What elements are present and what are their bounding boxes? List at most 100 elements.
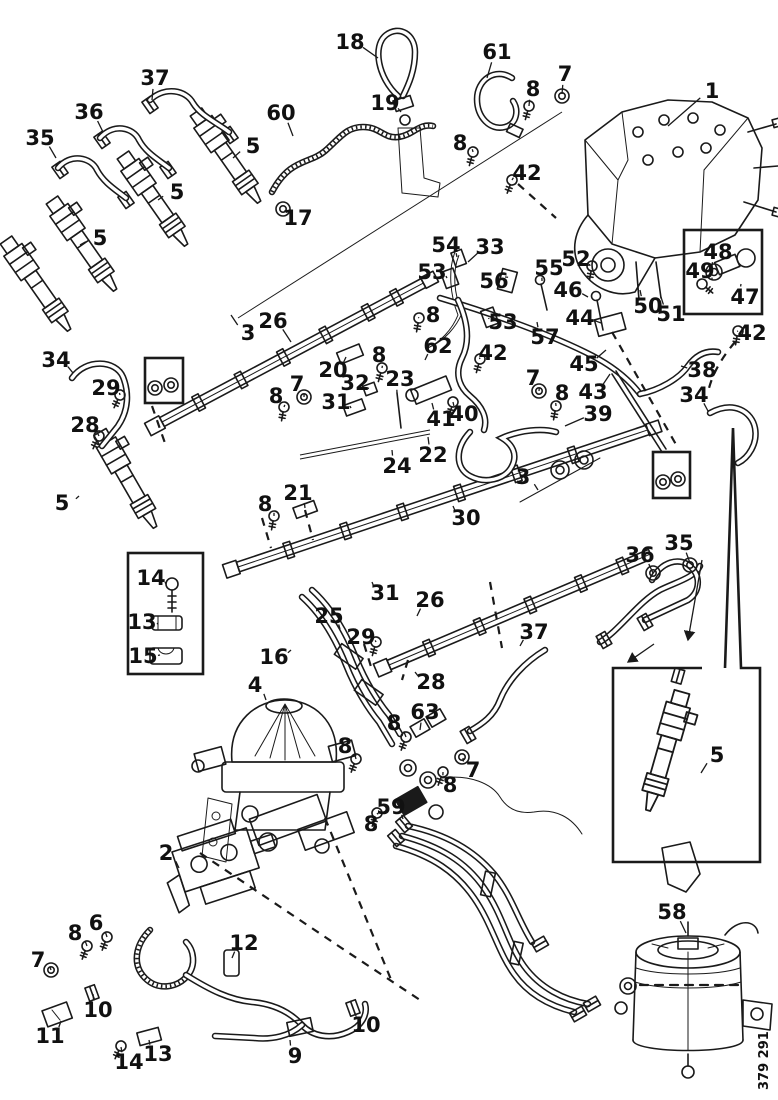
part-callout-57-34: 57 (530, 325, 559, 349)
part-callout-37-70: 37 (519, 620, 548, 644)
part-callout-7-80: 7 (466, 758, 481, 782)
callout-leader-31 (349, 405, 352, 409)
part-callout-5-79: 5 (710, 743, 725, 767)
part-callout-50-26: 50 (633, 294, 662, 318)
part-callout-33-17: 33 (475, 235, 504, 259)
part-callout-7-43: 7 (526, 366, 541, 390)
callout-leader-21 (303, 502, 306, 509)
callout-leader-5 (157, 195, 164, 201)
callout-leader-53 (445, 275, 448, 279)
part-callout-54-16: 54 (431, 233, 460, 257)
callout-leader-39 (564, 417, 585, 427)
injector-pipes-bottom (459, 557, 704, 745)
part-callout-49-22: 49 (685, 259, 714, 283)
callout-leader-3 (230, 314, 239, 326)
callout-leader-8 (283, 404, 286, 408)
callout-leader-22 (427, 436, 430, 445)
part-callout-12-88: 12 (229, 931, 258, 955)
part-callout-10-91: 10 (351, 1013, 380, 1037)
callout-leader-45 (596, 349, 607, 359)
callout-leader-54 (455, 252, 458, 258)
callout-leader-5 (700, 762, 708, 774)
inset-injector-box (611, 427, 762, 893)
callout-leader-2 (175, 861, 180, 869)
callout-leader-60 (287, 122, 294, 137)
callout-leader-52 (588, 263, 591, 267)
callout-leader-43 (602, 373, 611, 385)
callout-leader-8 (417, 316, 420, 319)
detail-box-seals-right (651, 450, 692, 500)
part-callout-41-53: 41 (426, 407, 455, 431)
part-callout-13-69: 13 (127, 610, 156, 634)
callout-leader-8 (376, 812, 379, 815)
part-callout-8-83: 8 (364, 812, 379, 836)
callout-leader-24 (391, 449, 394, 456)
injection-pump (573, 99, 778, 301)
callout-leader-29 (118, 392, 121, 396)
part-callout-8-10: 8 (453, 131, 468, 155)
callout-leader-28 (414, 671, 419, 677)
part-callout-51-27: 51 (656, 302, 685, 326)
callout-leader-12 (231, 951, 236, 959)
part-callout-8-4: 8 (526, 77, 541, 101)
part-callout-15-72: 15 (128, 644, 157, 668)
callout-leader-16 (287, 649, 292, 654)
part-callout-5-11: 5 (246, 134, 261, 158)
callout-leader-59 (400, 814, 404, 820)
callout-leader-41 (431, 402, 435, 410)
bottom-hoses (41, 926, 369, 1062)
part-callout-24-57: 24 (382, 454, 411, 478)
part-callout-20-40: 20 (318, 358, 347, 382)
part-callout-53-21: 53 (417, 260, 446, 284)
part-callout-34-38: 34 (41, 348, 70, 372)
part-callout-59-82: 59 (376, 795, 405, 819)
part-callout-25-68: 25 (314, 604, 343, 628)
diagram-line-art (0, 27, 778, 1079)
injector-group-top-left (0, 95, 276, 534)
part-callout-61-1: 61 (482, 40, 511, 64)
callout-leader-37 (151, 88, 154, 101)
callout-leader-33 (467, 252, 479, 263)
part-callout-26-30: 26 (258, 309, 287, 333)
part-callout-30-62: 30 (451, 506, 480, 530)
part-callout-28-55: 28 (70, 413, 99, 437)
callout-leader-42 (478, 357, 481, 360)
part-callout-32-44: 32 (340, 371, 369, 395)
callout-leader-51 (660, 296, 665, 305)
callout-leader-46 (581, 293, 589, 298)
callout-leader-5 (79, 241, 87, 246)
callout-leader-5 (75, 495, 80, 500)
part-callout-3-32: 3 (241, 321, 256, 345)
part-callout-2-84: 2 (159, 841, 174, 865)
callout-leader-7 (561, 84, 564, 95)
callout-leader-10 (92, 993, 95, 1000)
callout-leader-3 (533, 483, 539, 491)
feed-pipes (298, 586, 404, 748)
hose-18-19 (375, 27, 441, 198)
part-callout-44-29: 44 (565, 306, 594, 330)
dashed-lines (150, 183, 736, 1001)
part-callout-48-18: 48 (703, 240, 732, 264)
part-callout-7-45: 7 (290, 372, 305, 396)
part-callout-63-76: 63 (410, 700, 439, 724)
callout-leader-26 (416, 608, 422, 617)
part-callout-7-2: 7 (558, 62, 573, 86)
part-callout-26-67: 26 (415, 588, 444, 612)
callout-leader-30 (452, 505, 456, 511)
callout-leader-14 (164, 581, 167, 585)
callout-leader-8 (528, 99, 531, 107)
callout-leader-38 (680, 365, 688, 369)
part-callout-29-71: 29 (346, 625, 375, 649)
callout-leader-8 (84, 940, 88, 947)
fuel-rail-upper (143, 270, 440, 437)
callout-leader-31 (371, 581, 375, 587)
callout-leader-20 (343, 356, 347, 363)
part-callout-5-13: 5 (170, 180, 185, 204)
callout-leader-29 (374, 640, 377, 643)
part-callout-45-39: 45 (569, 352, 598, 376)
part-callout-53-31: 53 (488, 310, 517, 334)
part-callout-4-75: 4 (248, 673, 263, 697)
part-callout-36-7: 36 (74, 100, 103, 124)
callout-leader-5 (232, 151, 241, 159)
part-callout-35-63: 35 (664, 531, 693, 555)
